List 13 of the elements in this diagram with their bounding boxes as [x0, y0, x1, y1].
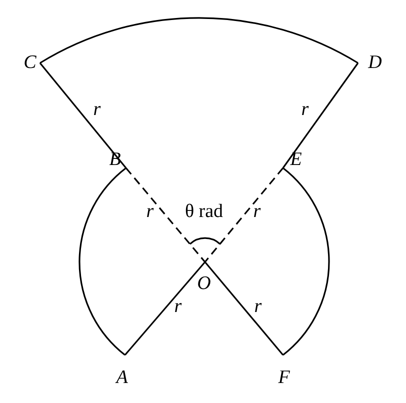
point-label: C [24, 53, 36, 73]
point-label: E [290, 150, 302, 170]
radius-label: r [253, 202, 261, 222]
radius-label: r [174, 297, 182, 317]
radius-label: r [254, 297, 262, 317]
radius-label: r [93, 100, 101, 120]
point-label: F [278, 368, 290, 388]
radius-label: r [146, 202, 154, 222]
radius-label: r [301, 100, 309, 120]
point-label: D [368, 53, 382, 73]
angle-label: θ rad [184, 202, 224, 222]
point-label: A [116, 368, 128, 388]
point-label: O [197, 274, 211, 294]
